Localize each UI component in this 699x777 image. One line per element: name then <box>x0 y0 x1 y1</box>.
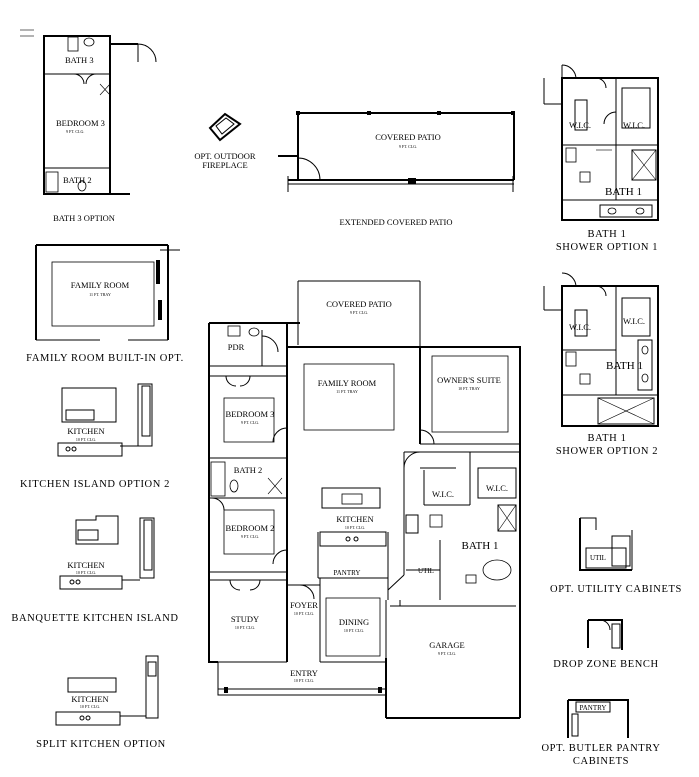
split-kitchen-ceiling: 10 FT. CLG. <box>80 704 100 709</box>
entry-ceiling: 10 FT. CLG. <box>294 678 314 683</box>
bath-2-option-label: BATH 2 <box>63 175 92 185</box>
fireplace-caption-line1: OPT. OUTDOOR <box>194 151 256 161</box>
family-room-option-label: FAMILY ROOM <box>71 280 130 290</box>
banquette-kitchen-label: KITCHEN <box>67 560 104 570</box>
kitchen-label: KITCHEN <box>336 514 373 524</box>
bedroom-3-label: BEDROOM 3 <box>226 409 275 419</box>
kitchen-ceiling: 10 FT. CLG. <box>345 525 365 530</box>
extended-patio-label: COVERED PATIO <box>375 132 441 142</box>
bath-3-option-plan <box>20 29 157 195</box>
bedroom-3-ceiling: 9 FT. CLG. <box>241 420 259 425</box>
banquette-kitchen-island-plan <box>59 515 155 590</box>
shower-option-1-caption-line1: BATH 1 <box>588 229 627 240</box>
banquette-kitchen-ceiling: 10 FT. CLG. <box>76 570 96 575</box>
garage-ceiling: 9 FT. CLG. <box>438 651 456 656</box>
butler-pantry-plan <box>567 699 629 738</box>
foyer-ceiling: 10 FT. CLG. <box>294 611 314 616</box>
banquette-kitchen-island-caption: BANQUETTE KITCHEN ISLAND <box>11 613 178 624</box>
covered-patio-label: COVERED PATIO <box>326 299 392 309</box>
family-room-ceiling: 11 FT. TRAY <box>336 389 358 394</box>
owners-suite-ceiling: 10 FT. TRAY <box>458 386 480 391</box>
bedroom-2-label: BEDROOM 2 <box>226 523 275 533</box>
study-label: STUDY <box>231 614 259 624</box>
owners-wic-left: W.I.C. <box>432 489 454 499</box>
extended-patio-plan <box>278 111 515 192</box>
utility-cab-label: UTIL <box>590 554 606 562</box>
utility-cabinets-caption: OPT. UTILITY CABINETS <box>550 584 682 595</box>
pdr-label: PDR <box>228 342 245 352</box>
dining-label: DINING <box>339 617 369 627</box>
bedroom-3-option-label: BEDROOM 3 <box>56 118 105 128</box>
family-room-option-ceiling: 11 FT. TRAY <box>89 292 111 297</box>
kitchen-island-opt2-kitchen-label: KITCHEN <box>67 426 104 436</box>
family-room-builtin-caption: FAMILY ROOM BUILT-IN OPT. <box>26 353 184 364</box>
bath-2-label: BATH 2 <box>234 465 263 475</box>
dining-ceiling: 10 FT. CLG. <box>344 628 364 633</box>
opt2-bath1-label: BATH 1 <box>606 360 643 372</box>
pantry-label: PANTRY <box>334 569 361 577</box>
bath-1-label: BATH 1 <box>462 540 499 552</box>
extended-patio-caption: EXTENDED COVERED PATIO <box>339 217 452 227</box>
foyer-label: FOYER <box>290 600 318 610</box>
bath-3-label: BATH 3 <box>65 55 94 65</box>
family-room-label: FAMILY ROOM <box>318 378 377 388</box>
bedroom-3-option-ceiling: 9 FT. CLG. <box>66 129 84 134</box>
kitchen-island-option-2-caption: KITCHEN ISLAND OPTION 2 <box>20 479 170 490</box>
drop-zone-bench-caption: DROP ZONE BENCH <box>553 659 658 670</box>
owners-wic-right: W.I.C. <box>486 483 508 493</box>
owners-suite-label: OWNER'S SUITE <box>437 375 501 385</box>
bath-3-option-caption: BATH 3 OPTION <box>53 213 115 223</box>
opt2-wic-right: W.I.C. <box>623 316 645 326</box>
main-floor-plan <box>208 280 521 719</box>
utility-cabinets-plan <box>579 517 633 571</box>
fireplace-option-plan <box>208 112 242 142</box>
opt1-bath1-label: BATH 1 <box>605 186 642 198</box>
drop-zone-bench-plan <box>587 619 623 650</box>
butler-pantry-caption-line1: OPT. BUTLER PANTRY <box>541 743 660 754</box>
butler-pantry-caption-line2: CABINETS <box>573 756 629 767</box>
bedroom-2-ceiling: 9 FT. CLG. <box>241 534 259 539</box>
split-kitchen-option-caption: SPLIT KITCHEN OPTION <box>36 739 166 750</box>
extended-patio-ceiling: 9 FT. CLG. <box>399 144 417 149</box>
entry-label: ENTRY <box>290 668 318 678</box>
kitchen-island-option-2-plan <box>57 383 153 457</box>
opt2-wic-left: W.I.C. <box>569 322 591 332</box>
study-ceiling: 10 FT. CLG. <box>235 625 255 630</box>
utility-label: UTIL <box>418 567 434 575</box>
shower-option-1-caption-line2: SHOWER OPTION 1 <box>556 242 658 253</box>
family-room-builtin-plan <box>35 244 180 341</box>
kitchen-island-opt2-ceiling: 10 FT. CLG. <box>76 437 96 442</box>
bath-1-shower-option-1-plan <box>543 64 659 221</box>
butler-pantry-label: PANTRY <box>580 704 607 712</box>
shower-option-2-caption-line1: BATH 1 <box>588 433 627 444</box>
fireplace-caption-line2: FIREPLACE <box>202 160 247 170</box>
shower-option-2-caption-line2: SHOWER OPTION 2 <box>556 446 658 457</box>
opt1-wic-left: W.I.C. <box>569 120 591 130</box>
garage-label: GARAGE <box>429 640 464 650</box>
split-kitchen-label: KITCHEN <box>71 694 108 704</box>
bath-1-shower-option-2-plan <box>543 272 659 427</box>
covered-patio-ceiling: 9 FT. CLG. <box>350 310 368 315</box>
opt1-wic-right: W.I.C. <box>623 120 645 130</box>
split-kitchen-option-plan <box>55 655 159 726</box>
